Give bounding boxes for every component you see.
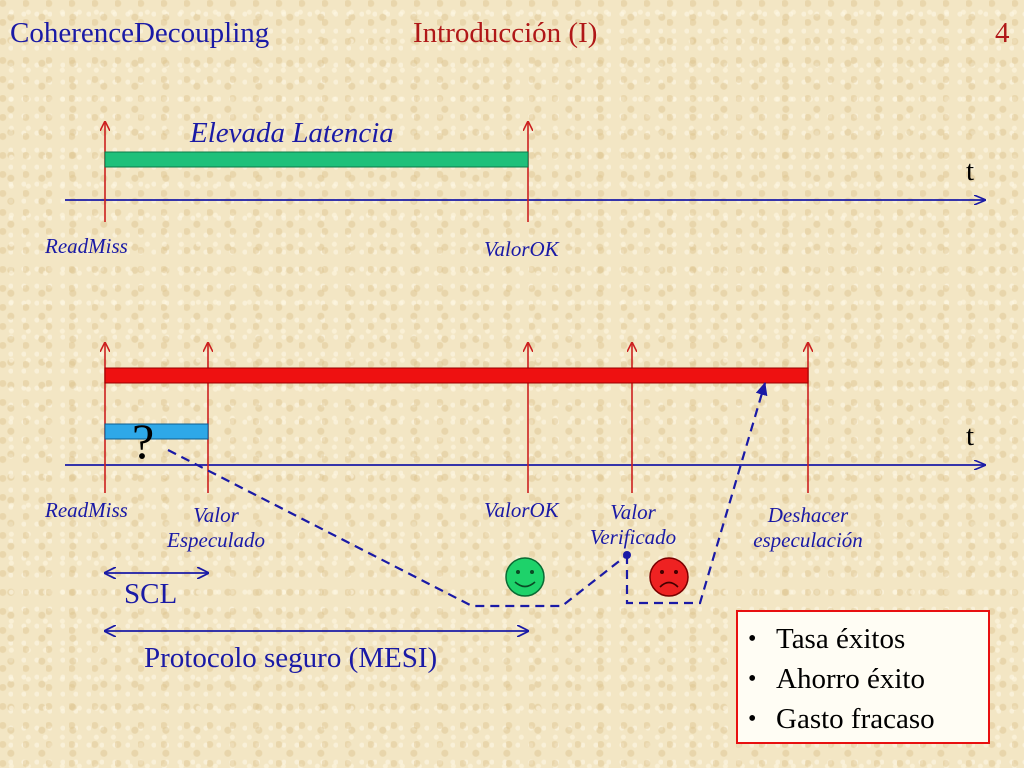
- metric-label: Ahorro éxito: [776, 663, 925, 695]
- deshacer-label-line2: especulación: [753, 528, 863, 552]
- valor-verificado-label-line2: Verificado: [590, 525, 676, 549]
- speculation-path-dashed: [167, 449, 628, 608]
- question-mark: ?: [132, 413, 154, 469]
- metrics-list: • Tasa éxitos • Ahorro éxito • Gasto fracas…: [748, 619, 980, 739]
- valor-especulado-label-line1: Valor: [193, 503, 239, 527]
- metric-item: • Tasa éxitos: [748, 619, 980, 659]
- slide-title: Introducción (I): [413, 17, 597, 49]
- valor-especulado-label-line2: Especulado: [166, 528, 265, 552]
- latency-bar: [104, 151, 529, 168]
- metric-item: • Ahorro éxito: [748, 659, 980, 699]
- metric-item: • Gasto fracaso: [748, 699, 980, 739]
- deshacer-label-line1: Deshacer: [767, 503, 849, 527]
- bullet-icon: •: [748, 666, 757, 692]
- readmiss-label-2: ReadMiss: [44, 498, 128, 522]
- valorok-label-2: ValorOK: [484, 498, 560, 522]
- readmiss-label-1: ReadMiss: [44, 234, 128, 258]
- happy-face-icon: [505, 557, 545, 597]
- latency-label: Elevada Latencia: [189, 117, 394, 149]
- time-axis-2-label: t: [966, 420, 974, 452]
- sad-face-icon: [649, 557, 689, 597]
- speculation-blue-bar: [104, 423, 209, 440]
- valorok-label-1: ValorOK: [484, 237, 560, 261]
- span-arrows: SCL Protocolo seguro (MESI): [105, 573, 528, 674]
- bullet-icon: •: [748, 626, 757, 652]
- time-axis-1-label: t: [966, 155, 974, 187]
- protocolo-label: Protocolo seguro (MESI): [144, 642, 437, 674]
- slide-number: 4: [995, 17, 1010, 49]
- valor-verificado-label-line1: Valor: [610, 500, 656, 524]
- deck-title: CoherenceDecoupling: [10, 17, 269, 49]
- metrics-legend-box: • Tasa éxitos • Ahorro éxito • Gasto fracas…: [736, 610, 990, 744]
- bullet-icon: •: [748, 706, 757, 732]
- timeline-2: t ? ReadMiss Valor Especulado ValorOK Va…: [44, 343, 985, 608]
- metric-label: Gasto fracaso: [776, 703, 935, 735]
- rollback-path-dashed: [625, 382, 768, 605]
- metric-label: Tasa éxitos: [776, 623, 906, 655]
- scl-label: SCL: [124, 578, 177, 610]
- speculation-red-bar: [104, 367, 809, 384]
- timeline-1: t Elevada Latencia ReadMiss ValorOK: [44, 117, 985, 261]
